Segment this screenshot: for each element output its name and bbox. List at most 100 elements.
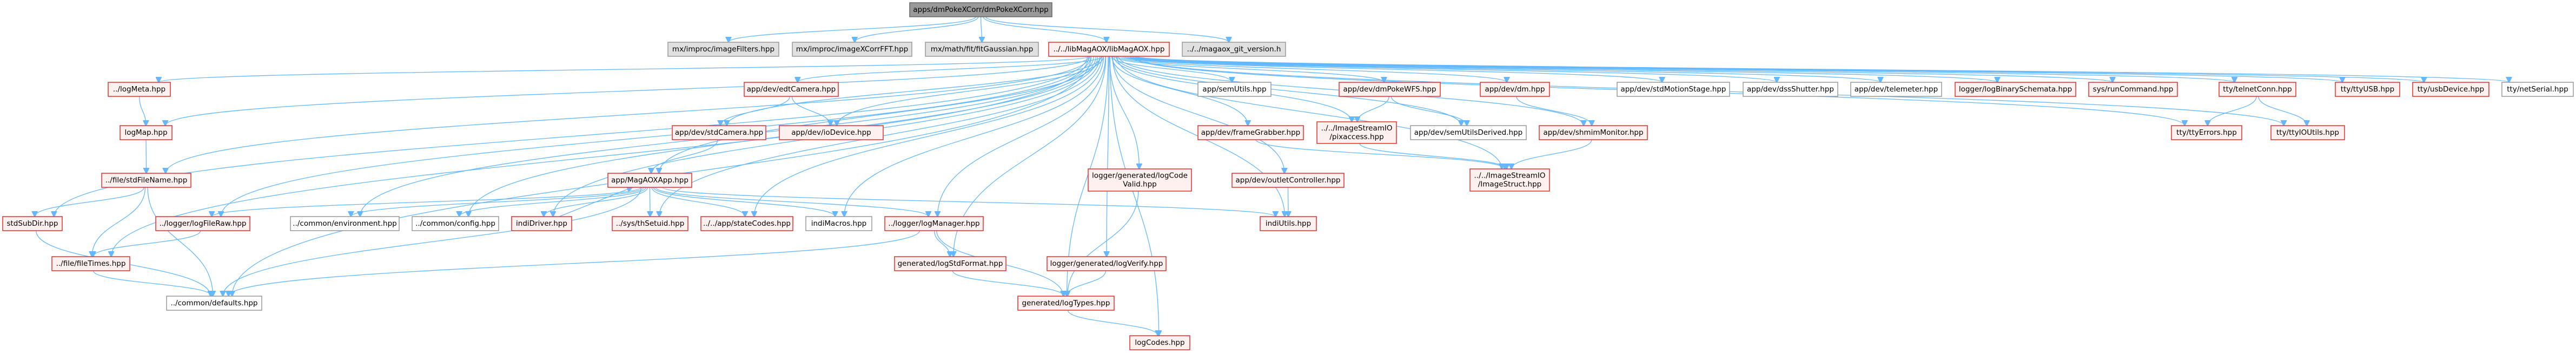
edge-logFileRaw-to-fileTimes xyxy=(93,230,201,257)
node-semUtilsDerived[interactable]: app/dev/semUtilsDerived.hpp xyxy=(1410,125,1527,140)
node-logFileRaw[interactable]: ../logger/logFileRaw.hpp xyxy=(155,216,250,231)
node-edtCamera[interactable]: app/dev/edtCamera.hpp xyxy=(744,82,839,97)
edge-indiDriver-to-MagAOXApp xyxy=(559,187,632,217)
node-logMap[interactable]: logMap.hpp xyxy=(120,125,173,140)
node-telemeter[interactable]: app/dev/telemeter.hpp xyxy=(1850,82,1942,97)
node-semUtils[interactable]: app/semUtils.hpp xyxy=(1197,82,1272,97)
node-box xyxy=(2412,82,2489,97)
node-stdSubDir[interactable]: stdSubDir.hpp xyxy=(2,216,63,231)
node-label: app/dev/outletController.hpp xyxy=(1236,176,1341,185)
node-logVerify[interactable]: logger/generated/logVerify.hpp xyxy=(1047,256,1167,271)
edge-root-to-libMagAOX xyxy=(983,16,1107,42)
node-netSerial[interactable]: tty/netSerial.hpp xyxy=(2501,82,2574,97)
node-box xyxy=(1197,125,1304,140)
edge-fileTimes-to-defaults xyxy=(92,270,212,296)
node-ImageStruct[interactable]: ../../ImageStreamIO/ImageStruct.hpp xyxy=(1469,168,1550,192)
node-pixaccess[interactable]: ../../ImageStreamIO/pixaccess.hpp xyxy=(1316,121,1397,144)
node-box xyxy=(2171,125,2242,140)
node-label: indiDriver.hpp xyxy=(516,219,567,228)
node-config[interactable]: ../common/config.hpp xyxy=(412,216,499,231)
node-thSetuid[interactable]: ../sys/thSetuid.hpp xyxy=(612,216,688,231)
edge-libMagAOX-to-logFileRaw xyxy=(221,56,1091,217)
node-MagAOXApp[interactable]: app/MagAOXApp.hpp xyxy=(607,173,692,188)
node-defaults[interactable]: ../common/defaults.hpp xyxy=(166,296,262,311)
node-ttyIOUtils[interactable]: tty/ttyIOUtils.hpp xyxy=(2270,125,2345,140)
edge-MagAOXApp-to-indiMacros xyxy=(653,187,835,217)
node-indiMacros[interactable]: indiMacros.hpp xyxy=(805,216,872,231)
node-stdMotionStage[interactable]: app/dev/stdMotionStage.hpp xyxy=(1617,82,1730,97)
node-fitGaussian[interactable]: mx/math/fit/fitGaussian.hpp xyxy=(925,42,1039,57)
node-box xyxy=(884,216,984,231)
node-frameGrabber[interactable]: app/dev/frameGrabber.hpp xyxy=(1197,125,1304,140)
node-stdFileName[interactable]: ../file/stdFileName.hpp xyxy=(101,173,191,188)
node-box xyxy=(1048,42,1170,57)
node-label: ../logger/logFileRaw.hpp xyxy=(160,219,247,228)
edge-edtCamera-to-stdCamera xyxy=(720,96,790,126)
node-box xyxy=(894,256,1006,271)
node-dssShutter[interactable]: app/dev/dssShutter.hpp xyxy=(1743,82,1838,97)
node-fileTimes[interactable]: ../file/fileTimes.hpp xyxy=(51,256,130,271)
edge-libMagAOX-to-semUtils xyxy=(1111,56,1232,82)
node-dm[interactable]: app/dev/dm.hpp xyxy=(1480,82,1550,97)
edge-root-to-gitVersion xyxy=(985,16,1229,42)
node-imageXCorrFFT[interactable]: mx/improc/imageXCorrFFT.hpp xyxy=(792,42,912,57)
node-usbDevice[interactable]: tty/usbDevice.hpp xyxy=(2412,82,2489,97)
node-dmPokeWFS[interactable]: app/dev/dmPokeWFS.hpp xyxy=(1339,82,1441,97)
edge-libMagAOX-to-edtCamera xyxy=(798,56,1103,82)
node-stateCodes[interactable]: ../../app/stateCodes.hpp xyxy=(700,216,793,231)
edge-libMagAOX-to-logVerify xyxy=(1107,56,1109,257)
node-box xyxy=(1469,168,1550,192)
node-box xyxy=(120,125,173,140)
node-ttyErrors[interactable]: tty/ttyErrors.hpp xyxy=(2171,125,2242,140)
node-logMeta[interactable]: ../logMeta.hpp xyxy=(108,82,171,97)
node-logBinarySchemata[interactable]: logger/logBinarySchemata.hpp xyxy=(1955,82,2076,97)
edge-telnetConn-to-ttyIOUtils xyxy=(2258,96,2307,126)
edge-stdCamera-to-MagAOXApp xyxy=(651,139,718,173)
node-libMagAOX[interactable]: ../../libMagAOX/libMagAOX.hpp xyxy=(1048,42,1170,57)
node-imageFilters[interactable]: mx/improc/imageFilters.hpp xyxy=(667,42,779,57)
node-label: ../file/fileTimes.hpp xyxy=(56,259,126,268)
node-logTypes[interactable]: generated/logTypes.hpp xyxy=(1017,296,1115,311)
node-label: app/semUtils.hpp xyxy=(1202,85,1266,94)
node-box xyxy=(1743,82,1838,97)
edge-root-to-imageFilters xyxy=(729,16,976,42)
node-logStdFormat[interactable]: generated/logStdFormat.hpp xyxy=(894,256,1006,271)
node-outletController[interactable]: app/dev/outletController.hpp xyxy=(1231,173,1345,188)
edge-stdFileName-to-stdSubDir xyxy=(35,187,144,217)
node-label: app/dev/semUtilsDerived.hpp xyxy=(1414,128,1522,137)
node-stdCamera[interactable]: app/dev/stdCamera.hpp xyxy=(672,125,766,140)
edge-libMagAOX-to-logMap xyxy=(165,56,1090,126)
node-gitVersion[interactable]: ../../magaox_git_version.h xyxy=(1182,42,1286,57)
edge-logCodeValid-to-logTypes xyxy=(1068,191,1139,296)
node-environment[interactable]: ../common/environment.hpp xyxy=(290,216,400,231)
node-label: ../common/config.hpp xyxy=(415,219,495,228)
node-telnetConn[interactable]: tty/telnetConn.hpp xyxy=(2219,82,2296,97)
node-root[interactable]: apps/dmPokeXCorr/dmPokeXCorr.hpp xyxy=(909,2,1052,17)
edge-libMagAOX-to-stdFileName xyxy=(165,56,1090,173)
node-ioDevice[interactable]: app/dev/ioDevice.hpp xyxy=(779,125,884,140)
node-logManager[interactable]: ../logger/logManager.hpp xyxy=(884,216,984,231)
node-label: ../../ImageStreamIO/pixaccess.hpp xyxy=(1321,124,1393,141)
node-logCodes[interactable]: logCodes.hpp xyxy=(1129,335,1190,350)
node-box xyxy=(805,216,872,231)
node-label: ../../magaox_git_version.h xyxy=(1187,45,1281,54)
node-shmimMonitor[interactable]: app/dev/shmimMonitor.hpp xyxy=(1539,125,1648,140)
node-label: app/dev/stdMotionStage.hpp xyxy=(1620,85,1726,94)
edge-stdFileName-to-fileTimes xyxy=(92,187,146,257)
node-indiUtils[interactable]: indiUtils.hpp xyxy=(1260,216,1317,231)
node-ttyUSB[interactable]: tty/ttyUSB.hpp xyxy=(2335,82,2400,97)
node-box xyxy=(1231,173,1345,188)
edge-frameGrabber-to-ImageStruct xyxy=(1255,139,1505,169)
edge-edtCamera-to-ioDevice xyxy=(791,96,830,126)
node-label: ../../libMagAOX/libMagAOX.hpp xyxy=(1054,45,1165,54)
node-label: generated/logTypes.hpp xyxy=(1022,299,1110,308)
edge-libMagAOX-to-ioDevice xyxy=(837,56,1104,126)
edge-libMagAOX-to-stdMotionStage xyxy=(1120,56,1662,82)
node-indiDriver[interactable]: indiDriver.hpp xyxy=(511,216,572,231)
node-runCommand[interactable]: sys/runCommand.hpp xyxy=(2088,82,2178,97)
node-box xyxy=(779,125,884,140)
edge-libMagAOX-to-logManager xyxy=(937,56,1106,217)
node-box xyxy=(2219,82,2296,97)
